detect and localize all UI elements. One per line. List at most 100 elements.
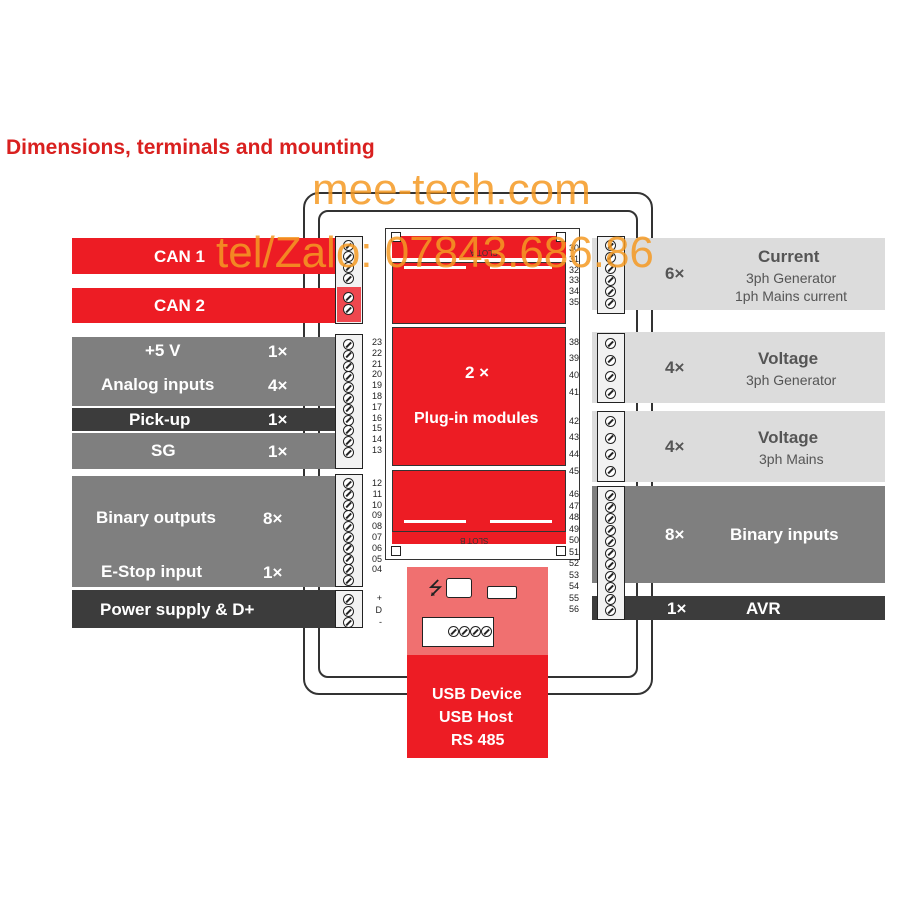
terminal-number: 20	[371, 369, 382, 380]
screw-icon	[470, 626, 481, 637]
screw-icon	[605, 582, 616, 593]
terminal-number: 12	[371, 478, 382, 488]
terminal-number: 46	[569, 489, 580, 499]
slot-a-rail-left	[404, 266, 466, 269]
terminal-number: 10	[371, 499, 382, 510]
current-band	[592, 238, 885, 310]
usb-b-port	[446, 578, 472, 598]
screw-icon	[343, 617, 354, 628]
terminal-number: 22	[371, 347, 382, 358]
screw-icon	[605, 524, 616, 536]
screw-icon	[605, 465, 616, 477]
screw-icon	[605, 274, 616, 286]
screw-icon	[481, 626, 492, 637]
avr-label: AVR	[746, 599, 781, 618]
terminal-number: 44	[569, 449, 580, 459]
screw-icon	[343, 403, 354, 415]
terminal-number: -	[379, 617, 382, 627]
screw-icon	[605, 559, 616, 570]
analog-count: 4×	[268, 376, 288, 395]
terminal-number: 39	[569, 353, 580, 363]
terminal-number: 19	[371, 380, 382, 391]
terminal-number: 48	[569, 512, 580, 522]
terminal-number: 55	[569, 592, 580, 603]
screw-icon	[343, 262, 354, 273]
terminal-number: 52	[569, 558, 580, 568]
terminal-number: 54	[569, 581, 580, 591]
usb-a-port	[487, 586, 517, 599]
power-band	[72, 590, 362, 628]
sg-band	[72, 433, 362, 469]
current-sub1: 3ph Generator	[746, 270, 837, 286]
terminal-number: 50	[569, 535, 580, 545]
terminal-number: 38	[569, 337, 580, 347]
terminal-number: 07	[371, 532, 382, 542]
terminal-number: 31	[569, 253, 580, 264]
screw-icon	[343, 349, 354, 361]
screw-icon	[343, 304, 354, 315]
screw-icon	[343, 360, 354, 372]
binary-inputs-count: 8×	[665, 525, 685, 544]
terminal-number: 14	[371, 434, 382, 445]
binary-outputs-band	[72, 476, 362, 587]
terminal-number: 43	[569, 432, 580, 442]
screw-icon	[343, 273, 354, 284]
screw-icon	[343, 542, 354, 554]
screw-icon	[605, 251, 616, 263]
voltage-mains-label: Voltage	[758, 428, 819, 447]
terminal-number: 49	[569, 523, 580, 534]
voltage-mains-band	[592, 411, 885, 482]
screw-icon	[605, 240, 616, 251]
screw-icon	[605, 449, 616, 460]
usb-device-label: USB Device	[432, 686, 522, 703]
current-count: 6×	[665, 264, 685, 283]
screw-icon	[605, 513, 616, 524]
terminal-number: 15	[371, 423, 382, 434]
voltage-gen-count: 4×	[665, 358, 685, 377]
sg-count: 1×	[268, 442, 288, 461]
screw-icon	[605, 593, 616, 605]
screw-icon	[605, 286, 616, 297]
screw-icon	[343, 251, 354, 262]
binary-outputs-label: Binary outputs	[96, 508, 216, 527]
screw-icon	[459, 626, 470, 637]
usb-host-label: USB Host	[439, 709, 513, 726]
screw-icon	[343, 393, 354, 404]
avr-count: 1×	[667, 599, 687, 618]
page-title: Dimensions, terminals and mounting	[6, 136, 375, 159]
terminal-number: 11	[372, 488, 382, 499]
voltage-gen-label: Voltage	[758, 349, 819, 368]
terminal-number: 35	[569, 297, 580, 307]
terminal-number: 05	[371, 553, 382, 564]
screw-icon	[343, 532, 354, 543]
screw-icon	[343, 488, 354, 500]
screw-icon	[605, 490, 616, 501]
terminal-number: 13	[371, 445, 382, 455]
screw-icon	[343, 292, 354, 303]
screw-icon	[343, 447, 354, 458]
binary-inputs-label: Binary inputs	[730, 525, 839, 544]
can1-label: CAN 1	[154, 247, 206, 266]
can1-band	[72, 238, 362, 274]
slot-b-footer	[392, 532, 566, 544]
screw-icon	[605, 570, 616, 582]
terminal-number: 30	[569, 243, 580, 253]
terminal-number: 18	[371, 391, 382, 401]
screw-icon	[343, 606, 354, 617]
screw-icon	[343, 339, 354, 350]
slot-b-rail-left	[404, 520, 466, 523]
screw-icon	[605, 416, 616, 427]
avr-band	[592, 596, 885, 620]
terminal-number: 34	[569, 286, 580, 297]
modules-count: 2 ×	[465, 363, 490, 382]
modules-main	[392, 327, 566, 466]
terminal-number: 33	[569, 275, 580, 286]
terminal-number: 47	[569, 500, 580, 511]
screw-icon	[605, 263, 616, 274]
screw-icon	[448, 626, 459, 637]
rs485-label: RS 485	[451, 732, 505, 749]
pickup-band	[72, 408, 362, 431]
terminal-number: 08	[371, 521, 382, 532]
screw-icon	[605, 501, 616, 513]
power-label: Power supply & D+	[100, 600, 255, 619]
